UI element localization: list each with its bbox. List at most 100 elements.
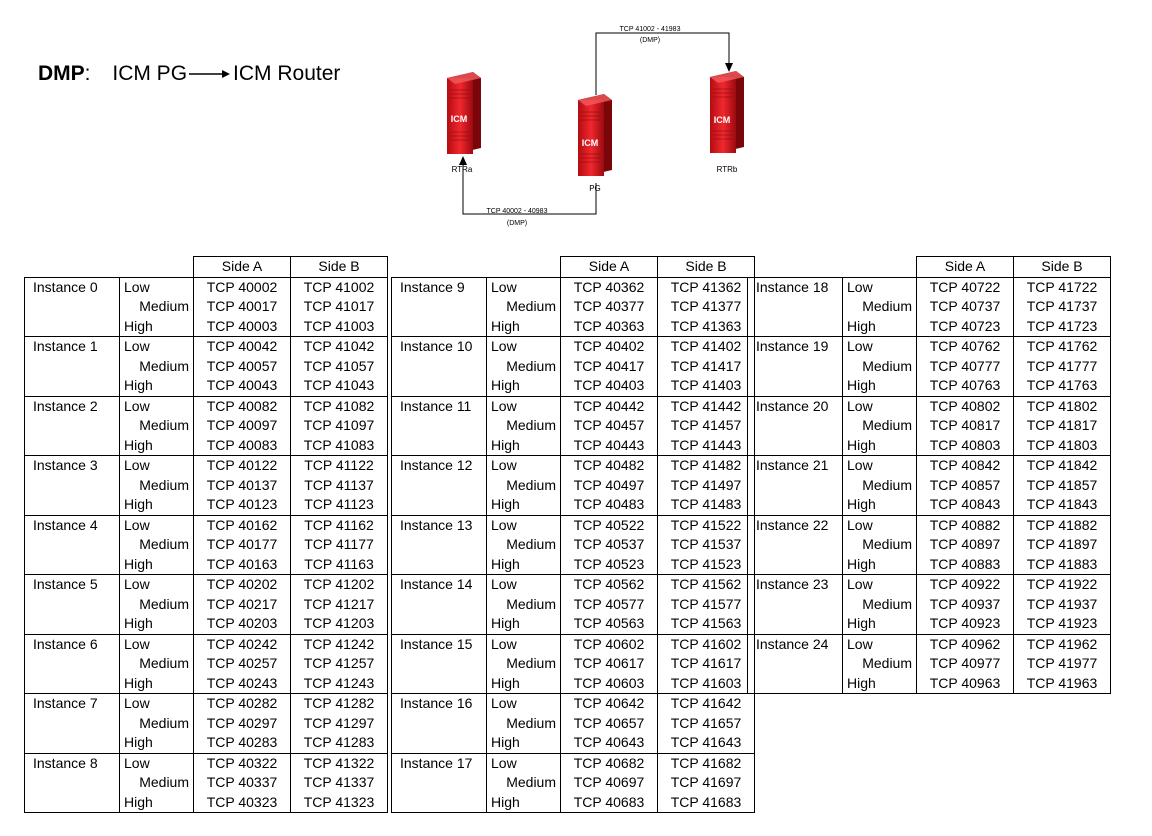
- side-b-port: TCP 41922: [1013, 574, 1111, 595]
- side-a-port: TCP 40777: [916, 356, 1014, 376]
- side-a-port: TCP 40977: [916, 654, 1014, 674]
- priority-label: High: [486, 376, 561, 397]
- side-b-port: TCP 41003: [290, 316, 388, 337]
- link-top-protocol: (DMP): [640, 37, 660, 44]
- side-b-port: TCP 41483: [657, 495, 755, 516]
- side-b-port: TCP 41297: [290, 713, 388, 733]
- priority-label: High: [486, 733, 561, 754]
- side-b-port: TCP 41843: [1013, 495, 1111, 516]
- priority-label: High: [119, 733, 194, 754]
- instance-name: Instance 2: [24, 395, 120, 456]
- priority-label: High: [842, 376, 917, 397]
- network-diagram: TCP 41002 - 41983 (DMP) TCP 40002 - 4098…: [447, 26, 744, 227]
- side-b-header: Side B: [1013, 256, 1111, 278]
- instance-name: Instance 17: [391, 752, 487, 813]
- side-a-port: TCP 40323: [193, 792, 291, 813]
- side-b-port: TCP 41442: [657, 395, 755, 416]
- side-a-port: TCP 40177: [193, 535, 291, 555]
- side-a-port: TCP 40377: [560, 297, 658, 317]
- instance-name: Instance 8: [24, 752, 120, 813]
- side-b-port: TCP 41057: [290, 356, 388, 376]
- priority-label: High: [486, 495, 561, 516]
- priority-label: Low: [486, 276, 561, 297]
- priority-label: Low: [119, 276, 194, 297]
- destination-label: ICM Router: [233, 62, 341, 85]
- side-a-port: TCP 40282: [193, 693, 291, 714]
- priority-label: High: [486, 673, 561, 694]
- side-b-port: TCP 41882: [1013, 514, 1111, 535]
- instance-name: Instance 10: [391, 336, 487, 397]
- side-a-header: Side A: [560, 256, 658, 278]
- side-b-port: TCP 41163: [290, 554, 388, 575]
- priority-label: Low: [486, 336, 561, 357]
- priority-label: Medium: [119, 475, 194, 495]
- priority-label: Medium: [119, 773, 194, 793]
- side-b-port: TCP 41937: [1013, 594, 1111, 614]
- side-b-port: TCP 41002: [290, 276, 388, 297]
- priority-label: Low: [842, 574, 917, 595]
- priority-label: Medium: [486, 654, 561, 674]
- side-a-port: TCP 40617: [560, 654, 658, 674]
- side-a-port: TCP 40923: [916, 614, 1014, 635]
- side-b-port: TCP 41563: [657, 614, 755, 635]
- side-a-port: TCP 40883: [916, 554, 1014, 575]
- side-b-port: TCP 41523: [657, 554, 755, 575]
- side-b-port: TCP 41017: [290, 297, 388, 317]
- side-b-port: TCP 41962: [1013, 633, 1111, 654]
- side-b-header: Side B: [290, 256, 388, 278]
- server-logo: ICM: [451, 114, 468, 124]
- instance-name: Instance 0: [24, 276, 120, 337]
- side-b-port: TCP 41202: [290, 574, 388, 595]
- priority-label: Low: [842, 395, 917, 416]
- side-a-port: TCP 40723: [916, 316, 1014, 337]
- side-a-port: TCP 40697: [560, 773, 658, 793]
- side-a-port: TCP 40217: [193, 594, 291, 614]
- side-a-port: TCP 40763: [916, 376, 1014, 397]
- side-a-port: TCP 40417: [560, 356, 658, 376]
- priority-label: Low: [842, 455, 917, 476]
- side-a-port: TCP 40002: [193, 276, 291, 297]
- side-a-port: TCP 40762: [916, 336, 1014, 357]
- link-bottom-ports: TCP 40002 - 40983: [487, 208, 548, 215]
- link-top-ports: TCP 41002 - 41983: [620, 26, 681, 33]
- side-b-port: TCP 41817: [1013, 416, 1111, 436]
- side-a-port: TCP 40403: [560, 376, 658, 397]
- priority-label: High: [842, 435, 917, 456]
- side-b-port: TCP 41203: [290, 614, 388, 635]
- priority-label: Low: [842, 276, 917, 297]
- side-b-port: TCP 41402: [657, 336, 755, 357]
- instance-name: Instance 1: [24, 336, 120, 397]
- side-b-port: TCP 41042: [290, 336, 388, 357]
- priority-label: Medium: [119, 594, 194, 614]
- side-a-port: TCP 40043: [193, 376, 291, 397]
- side-b-port: TCP 41243: [290, 673, 388, 694]
- side-a-port: TCP 40163: [193, 554, 291, 575]
- side-a-port: TCP 40857: [916, 475, 1014, 495]
- instance-name: Instance 13: [391, 514, 487, 575]
- side-b-port: TCP 41883: [1013, 554, 1111, 575]
- priority-label: Low: [842, 336, 917, 357]
- side-a-port: TCP 40363: [560, 316, 658, 337]
- instance-name: Instance 11: [391, 395, 487, 456]
- side-b-port: TCP 41443: [657, 435, 755, 456]
